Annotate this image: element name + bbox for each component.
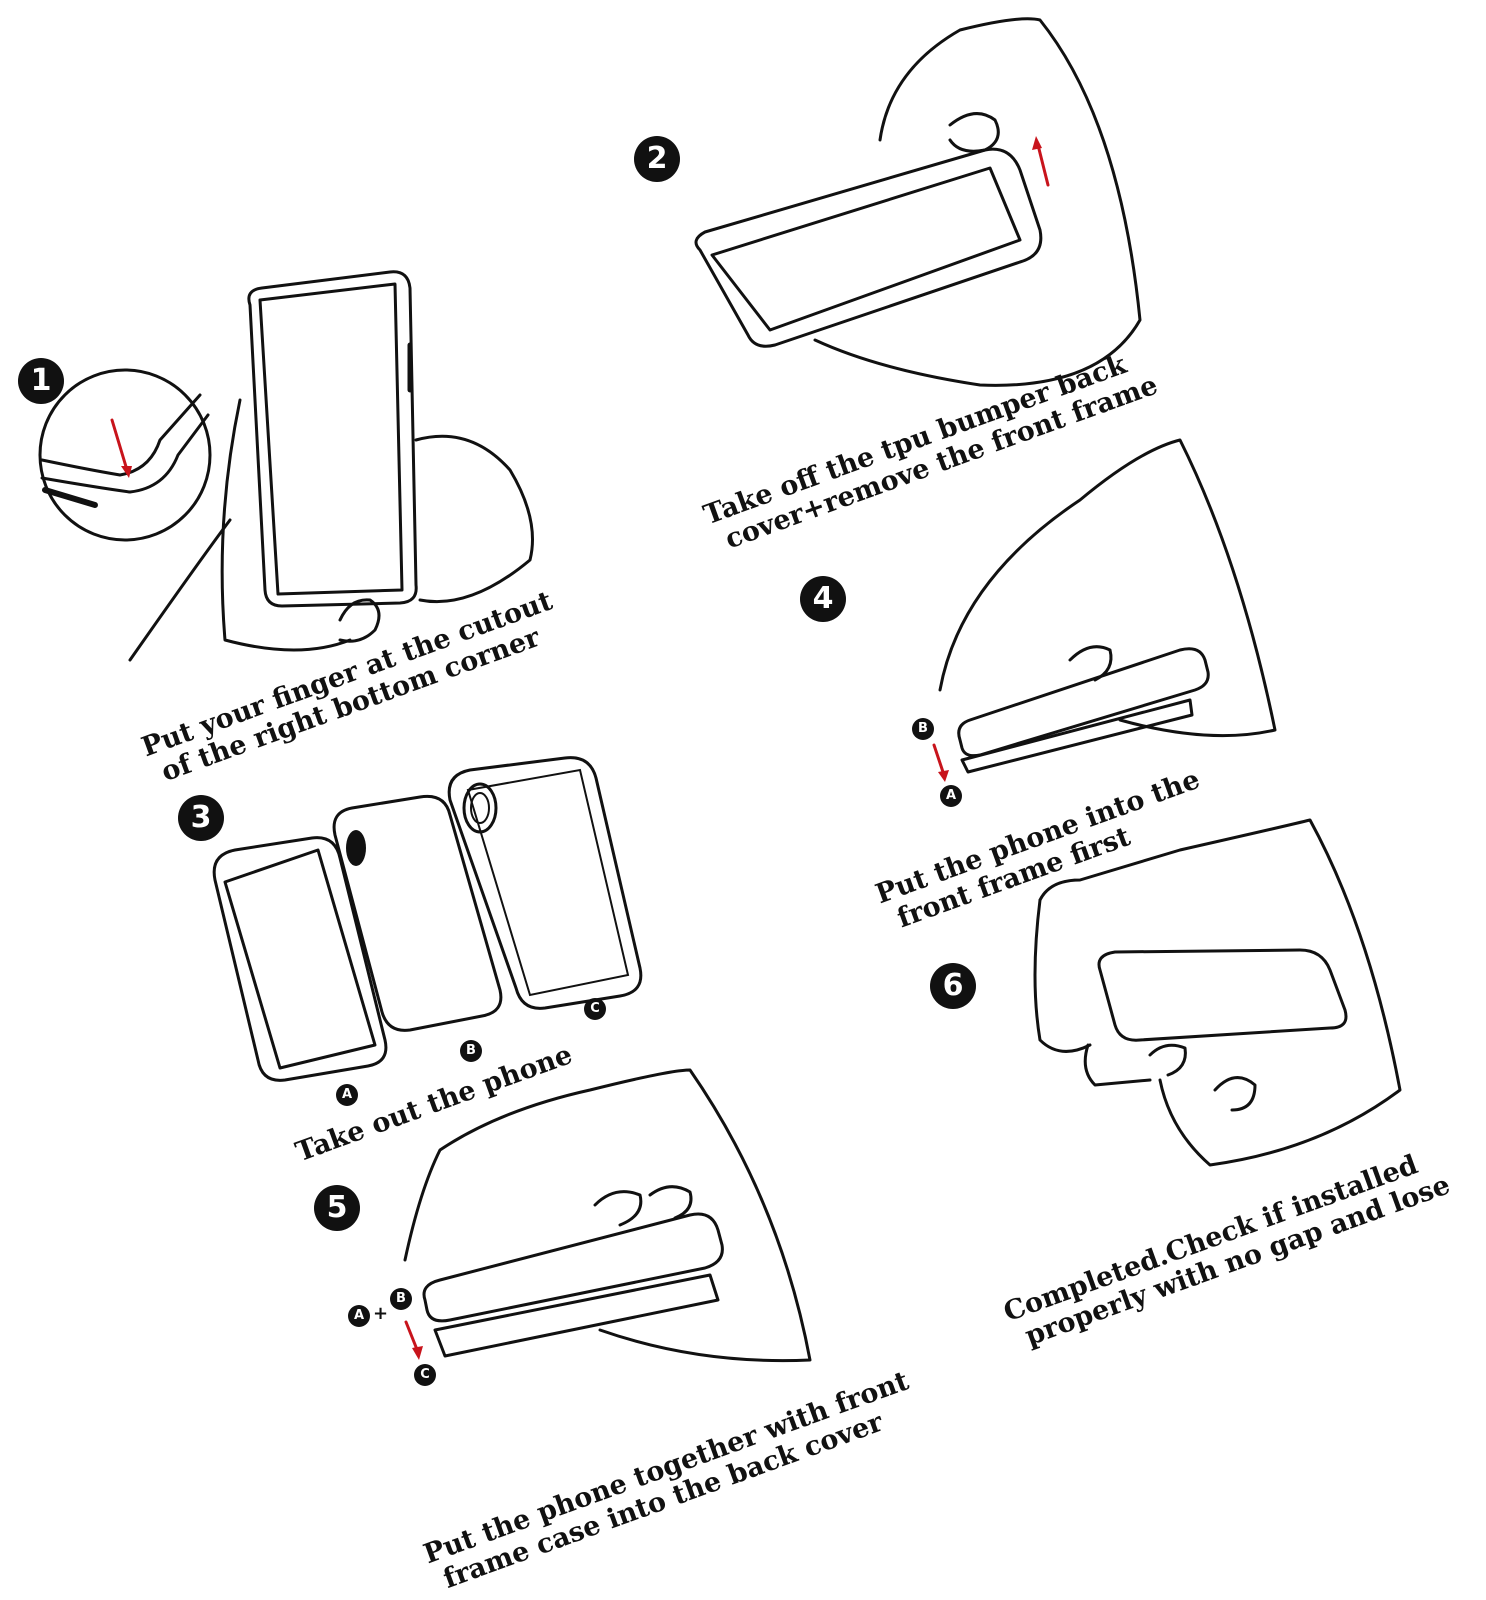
step1-arrow [110, 418, 129, 472]
step3-label-c: C [584, 998, 606, 1020]
step3-label-b: B [460, 1040, 482, 1062]
step6-illustration [1033, 818, 1402, 1167]
step2-arrow [1036, 143, 1050, 187]
step4-label-a: A [940, 785, 962, 807]
step5-label-a: A [348, 1305, 370, 1327]
step1-phone-illustration [128, 270, 534, 662]
part-c-back-cover [447, 756, 643, 1010]
step5-label-b: B [390, 1288, 412, 1310]
step-2-badge: 2 [634, 136, 680, 182]
step-4-badge: 4 [800, 576, 846, 622]
step4-illustration [932, 438, 1277, 782]
step2-illustration [694, 17, 1142, 387]
part-a-front-frame [212, 836, 388, 1082]
step4-label-b: B [912, 718, 934, 740]
step5-plus-sign: + [373, 1303, 389, 1324]
step1-magnifier [38, 368, 212, 542]
step-5-badge: 5 [314, 1185, 360, 1231]
step4-arrow [932, 743, 946, 777]
step3-label-a: A [336, 1084, 358, 1106]
step-3-badge: 3 [178, 795, 224, 841]
step3-illustration [212, 756, 643, 1082]
step5-label-c: C [414, 1364, 436, 1386]
step-6-badge: 6 [930, 963, 976, 1009]
step-1-badge: 1 [18, 358, 64, 404]
part-b-phone [332, 794, 503, 1032]
step5-illustration [403, 1068, 812, 1363]
step5-arrow [404, 1320, 420, 1354]
